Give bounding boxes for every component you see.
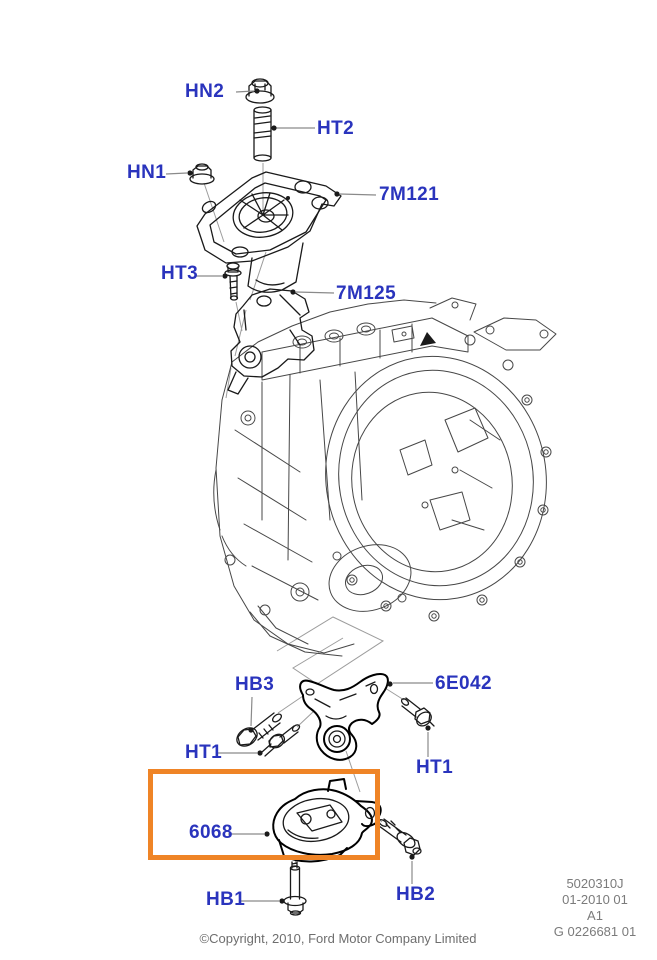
copyright-notice: ©Copyright, 2010, Ford Motor Company Lim… — [199, 931, 477, 946]
part-label-hb2[interactable]: HB2 — [396, 884, 436, 905]
part-label-ht1-right[interactable]: HT1 — [416, 757, 454, 778]
part-label-7m121[interactable]: 7M121 — [379, 184, 440, 205]
part-label-ht1-left[interactable]: HT1 — [185, 742, 223, 763]
fastener-hb3-bolt — [236, 712, 283, 747]
projection-lines — [203, 163, 405, 864]
fastener-hb2-bolt — [378, 818, 422, 856]
part-label-ht2[interactable]: HT2 — [317, 118, 355, 139]
fastener-ht3-stud — [224, 262, 242, 301]
highlight-box-6068 — [148, 769, 380, 860]
part-7m121-drawing — [196, 171, 342, 293]
doc-number: 5020310J — [566, 876, 624, 891]
part-label-7m125[interactable]: 7M125 — [336, 283, 397, 304]
fastener-ht2-stud — [253, 106, 272, 162]
fastener-hn2-nut — [245, 78, 275, 104]
part-6e042-drawing — [299, 672, 389, 761]
doc-date: 01-2010 01 — [562, 892, 628, 907]
part-label-hb1[interactable]: HB1 — [206, 889, 246, 910]
document-number-block: 5020310J 01-2010 01 A1 G 0226681 01 — [535, 876, 655, 940]
part-label-hn2[interactable]: HN2 — [185, 81, 225, 102]
doc-code: G 0226681 01 — [553, 924, 637, 939]
part-7m125-drawing — [227, 288, 315, 395]
transmission-drawing — [213, 297, 557, 657]
leader-lines — [165, 88, 433, 904]
part-label-6068[interactable]: 6068 — [189, 822, 233, 843]
fastener-hb1-bolt — [283, 861, 307, 916]
part-label-6e042[interactable]: 6E042 — [435, 673, 492, 694]
fastener-hn1-nut — [189, 163, 215, 185]
doc-revision: A1 — [587, 908, 603, 923]
part-label-ht3[interactable]: HT3 — [161, 263, 199, 284]
part-label-hn1[interactable]: HN1 — [127, 162, 167, 183]
part-label-hb3[interactable]: HB3 — [235, 674, 275, 695]
fastener-ht1-right-stud — [400, 697, 435, 727]
fastener-ht1-left-stud — [261, 724, 301, 757]
